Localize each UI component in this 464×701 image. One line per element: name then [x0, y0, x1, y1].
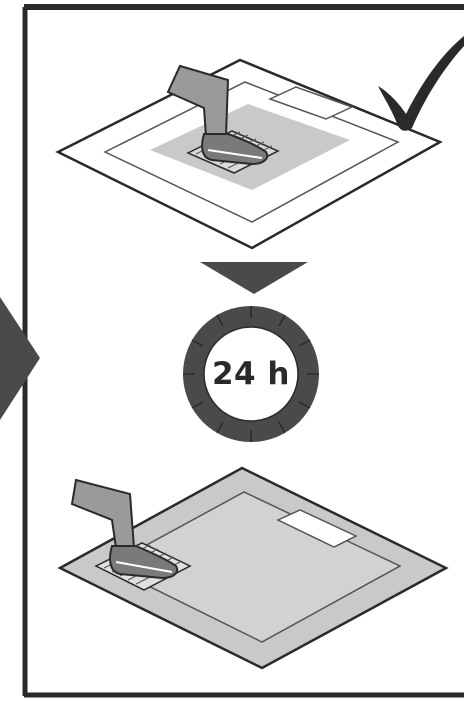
down-arrow-icon: [200, 262, 308, 294]
checkmark-icon: [378, 36, 464, 131]
timer-label: 24 h: [176, 346, 326, 402]
side-arrow-icon: [0, 297, 40, 420]
